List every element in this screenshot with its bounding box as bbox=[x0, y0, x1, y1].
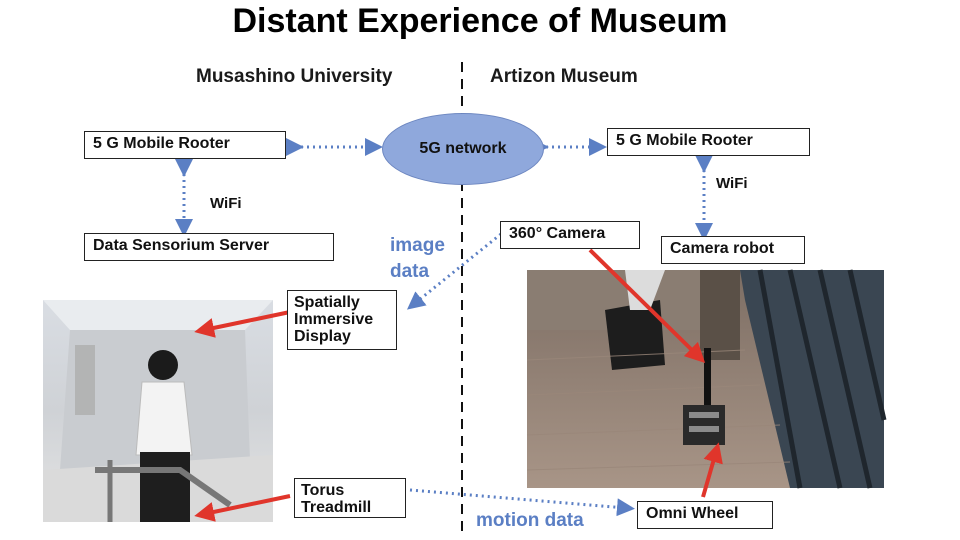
5g-network-label: 5G network bbox=[419, 140, 507, 157]
data-sensorium-server-box: Data Sensorium Server bbox=[84, 233, 334, 261]
left-router-box: 5 G Mobile Rooter bbox=[84, 131, 286, 159]
omni-wheel-pointer-arrow bbox=[701, 442, 723, 498]
torus-treadmill-box: Torus Treadmill bbox=[294, 478, 406, 518]
motion-data-arrow bbox=[409, 488, 635, 517]
360-camera-box: 360° Camera bbox=[500, 221, 640, 249]
motion-data-label: motion data bbox=[476, 510, 584, 531]
page-title: Distant Experience of Museum bbox=[232, 2, 728, 40]
immersive-display-photo bbox=[43, 300, 273, 522]
left-wifi-label: WiFi bbox=[210, 195, 242, 212]
display-pointer-arrow bbox=[194, 310, 291, 338]
museum-robot-photo bbox=[526, 269, 887, 489]
right-router-box: 5 G Mobile Rooter bbox=[607, 128, 810, 156]
5g-network-node: 5G network bbox=[382, 113, 544, 185]
right-site-label: Artizon Museum bbox=[490, 66, 638, 87]
omni-wheel-box: Omni Wheel bbox=[637, 501, 773, 529]
camera-robot-box: Camera robot bbox=[661, 236, 805, 264]
image-data-label: image data bbox=[390, 235, 445, 282]
right-wifi-label: WiFi bbox=[716, 175, 748, 192]
image-data-arrow bbox=[406, 232, 502, 310]
treadmill-pointer-arrow bbox=[194, 494, 291, 522]
camera-pointer-arrow bbox=[588, 248, 706, 364]
immersive-display-box: Spatially Immersive Display bbox=[287, 290, 397, 350]
left-site-label: Musashino University bbox=[196, 66, 393, 87]
